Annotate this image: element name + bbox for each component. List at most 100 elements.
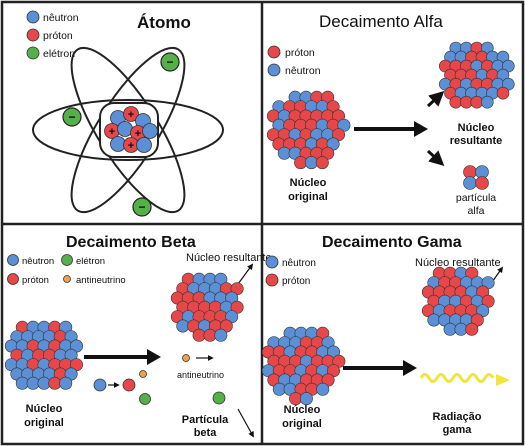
nucleon xyxy=(465,322,479,336)
gamma-original-nucleus xyxy=(261,326,346,406)
beta-decay-electron xyxy=(139,393,151,405)
proton-plus-sign: + xyxy=(135,128,141,140)
nucleon xyxy=(299,392,313,406)
proton-plus-sign: + xyxy=(128,140,134,152)
alpha-resultant-label-2: resultante xyxy=(450,135,503,147)
nucleon xyxy=(214,328,228,342)
legend-electron-dot xyxy=(26,46,40,60)
beta-particle-label-2: beta xyxy=(194,427,218,439)
gamma-radiation-label-1: Radiação xyxy=(433,411,482,423)
alpha-resultant-label-1: Núcleo xyxy=(458,122,495,134)
nucleon xyxy=(480,95,494,109)
atom-electrons: − − − xyxy=(62,52,180,217)
nucleon xyxy=(192,328,206,342)
beta-legend-proton: próton xyxy=(22,275,49,286)
beta-panel: Decaimento Beta nêutron elétron próton a… xyxy=(4,234,272,439)
proton-plus-sign: + xyxy=(128,109,134,121)
gamma-radiation-label-2: gama xyxy=(443,424,473,436)
alpha-particle-label-2: alfa xyxy=(468,205,485,217)
electron-minus-sign: − xyxy=(166,55,173,69)
alpha-legend-proton-dot xyxy=(267,45,281,59)
gamma-ray-arrowhead xyxy=(496,374,510,386)
alpha-particle xyxy=(463,165,489,190)
alpha-particle-nucleon xyxy=(463,176,477,190)
beta-decay-neutron xyxy=(93,378,107,392)
orbit-horizontal xyxy=(32,99,224,161)
nucleon xyxy=(315,156,329,170)
atom-panel: Átomo nêutron próton elétron ++++ −−− xyxy=(26,10,224,217)
nucleon xyxy=(59,376,73,390)
beta-antineutrino xyxy=(182,354,190,362)
gamma-legend-neutron: nêutron xyxy=(282,258,316,269)
alpha-resultant-nucleus xyxy=(438,41,515,109)
gamma-legend-proton: próton xyxy=(282,276,310,287)
atom-title: Átomo xyxy=(137,13,191,32)
atom-legend-proton: próton xyxy=(43,30,73,42)
electron-minus-sign: − xyxy=(68,110,75,124)
beta-particle-electron xyxy=(212,391,226,405)
beta-title: Decaimento Beta xyxy=(66,234,196,251)
gamma-resultant-nucleus xyxy=(421,266,495,336)
atom-electron xyxy=(62,107,82,127)
atom-nucleus: ++++ xyxy=(104,106,158,153)
gamma-panel: Decaimento Gama nêutron próton Núcleo or… xyxy=(261,234,510,436)
electron-minus-sign: − xyxy=(138,200,145,214)
atom-neutron xyxy=(142,123,158,139)
beta-decay-proton xyxy=(122,378,136,392)
beta-legend-antineutrino-dot xyxy=(63,275,71,283)
beta-decay-antineutrino xyxy=(139,370,147,378)
alpha-title: Decaimento Alfa xyxy=(319,12,443,31)
alpha-down-arrow xyxy=(426,149,445,167)
nucleon xyxy=(316,382,330,396)
beta-legend-electron-dot xyxy=(61,254,73,266)
beta-resultant-arrow xyxy=(237,263,254,285)
alpha-legend-proton: próton xyxy=(285,47,315,59)
gamma-resultant-label: Núcleo resultante xyxy=(415,257,501,269)
alpha-particle-nucleon xyxy=(475,176,489,190)
gamma-legend-proton-dot xyxy=(265,273,279,287)
gamma-original-label-2: original xyxy=(282,418,322,430)
proton-plus-sign: + xyxy=(109,126,115,138)
nucleon xyxy=(443,322,457,336)
nucleon xyxy=(496,86,510,100)
beta-resultant-label: Núcleo resultante xyxy=(186,252,272,264)
alpha-legend-neutron: nêutron xyxy=(285,65,321,77)
beta-resultant-nucleus xyxy=(170,272,244,342)
nucleon xyxy=(48,376,62,390)
beta-legend-proton-dot xyxy=(7,273,19,285)
atom-legend-neutron: nêutron xyxy=(43,12,79,24)
legend-proton-dot xyxy=(26,28,40,42)
alpha-original-nucleus xyxy=(266,90,351,170)
alpha-particle-label-1: partícula xyxy=(456,192,496,204)
alpha-up-arrow xyxy=(426,90,445,108)
alpha-original-label-2: original xyxy=(288,191,328,203)
gamma-title: Decaimento Gama xyxy=(322,234,462,251)
beta-original-nucleus xyxy=(4,320,84,390)
beta-legend-neutron-dot xyxy=(7,254,19,266)
atom-electron xyxy=(160,52,180,72)
nucleon xyxy=(26,376,40,390)
nucleon xyxy=(304,156,318,170)
gamma-ray-wave xyxy=(419,373,495,383)
alpha-panel: Decaimento Alfa próton nêutron Núcleo or… xyxy=(266,12,515,217)
beta-legend-electron: elétron xyxy=(76,256,105,267)
gamma-original-label-1: Núcleo xyxy=(284,404,321,416)
atom-neutron xyxy=(136,137,152,153)
alpha-original-label-1: Núcleo xyxy=(290,177,327,189)
beta-original-label-1: Núcleo xyxy=(26,403,63,415)
gamma-main-arrowhead xyxy=(403,360,417,376)
beta-main-arrowhead xyxy=(147,349,161,365)
beta-legend-antineutrino: antineutrino xyxy=(76,275,126,286)
legend-neutron-dot xyxy=(26,10,40,24)
alpha-main-arrowhead xyxy=(414,121,428,137)
beta-particle-arrow xyxy=(237,408,254,438)
atom-legend-electron: elétron xyxy=(43,48,75,60)
beta-legend-neutron: nêutron xyxy=(22,256,54,267)
nucleon xyxy=(176,319,190,333)
atom-electron xyxy=(132,197,152,217)
alpha-legend-neutron-dot xyxy=(267,63,281,77)
beta-particle-label-1: Partícula xyxy=(182,414,229,426)
gamma-legend-neutron-dot xyxy=(265,255,279,269)
beta-original-label-2: original xyxy=(24,417,64,429)
